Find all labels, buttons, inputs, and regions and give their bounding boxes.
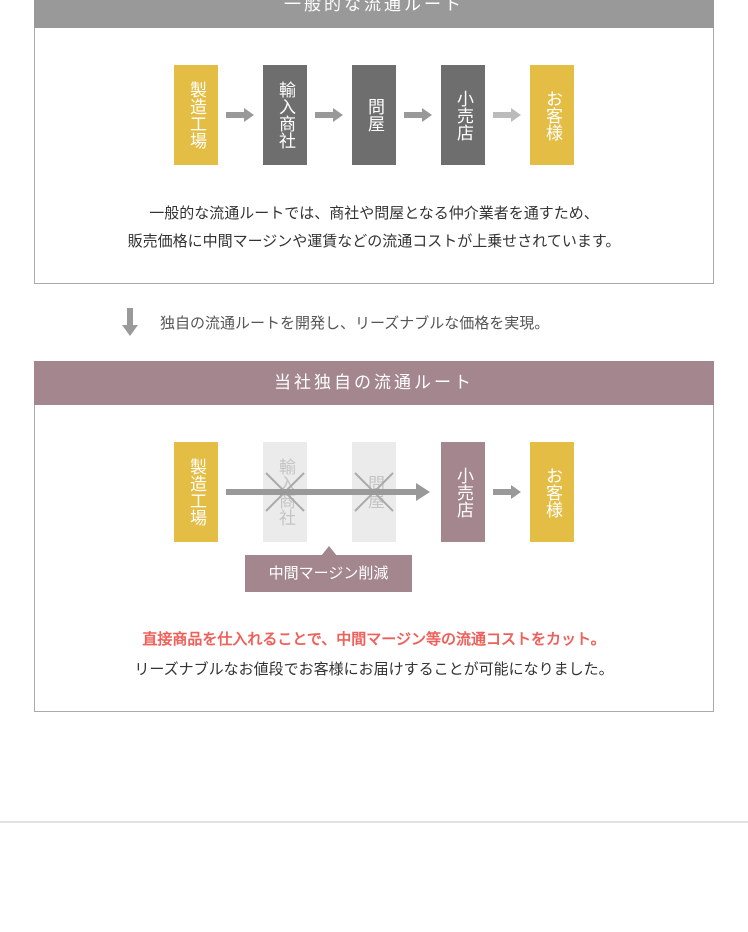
- general-route-title: 一般的な流通ルート: [284, 0, 464, 15]
- general-desc-1: 一般的な流通ルートでは、商社や問屋となる仲介業者を通すため、: [149, 204, 599, 222]
- transition-text: 独自の流通ルートを開発し、リーズナブルな価格を実現。: [160, 314, 550, 332]
- own-route-header: 当社独自の流通ルート: [34, 361, 714, 405]
- own-route-panel: [34, 405, 714, 712]
- own-highlight: 直接商品を仕入れることで、中間マージン等の流通コストをカット。: [142, 630, 606, 648]
- own-step-customer: お客様: [530, 442, 574, 542]
- own-desc: リーズナブルなお値段でお客様にお届けすることが可能になりました。: [134, 660, 614, 678]
- arrow-right-icon: [493, 108, 521, 122]
- step-importer: 輸入商社: [263, 65, 307, 165]
- own-route-title: 当社独自の流通ルート: [274, 373, 474, 393]
- callout-pointer-icon: [321, 546, 337, 556]
- divider: [0, 821, 748, 823]
- general-desc-2: 販売価格に中間マージンや運賃などの流通コストが上乗せされています。: [127, 232, 621, 250]
- own-step-retailer: 小売店: [441, 442, 485, 542]
- direct-arrow-icon: [226, 483, 430, 501]
- step-customer: お客様: [530, 65, 574, 165]
- step-factory: 製造工場: [174, 65, 218, 165]
- margin-cut-label: 中間マージン削減: [245, 555, 412, 592]
- arrow-right-icon: [226, 108, 254, 122]
- step-wholesaler: 問屋: [352, 65, 396, 165]
- general-route-header: 一般的な流通ルート: [34, 0, 714, 28]
- arrow-down-icon: [122, 308, 138, 336]
- arrow-right-icon: [315, 108, 343, 122]
- step-retailer: 小売店: [441, 65, 485, 165]
- arrow-right-icon: [493, 485, 521, 499]
- general-route-panel: [34, 28, 714, 284]
- own-step-factory: 製造工場: [174, 442, 218, 542]
- arrow-right-icon: [404, 108, 432, 122]
